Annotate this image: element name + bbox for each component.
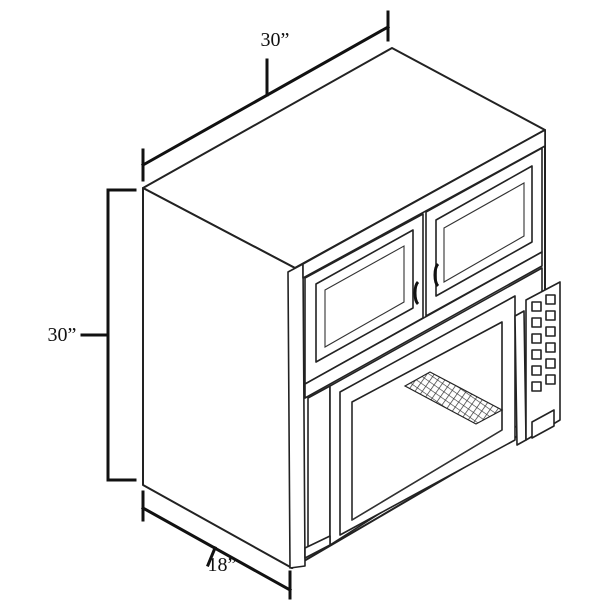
- keypad-button[interactable]: [545, 374, 556, 385]
- right-door-handle[interactable]: [433, 262, 440, 288]
- keypad-button[interactable]: [531, 317, 542, 328]
- keypad-button[interactable]: [531, 365, 542, 376]
- mid-rail: [304, 251, 543, 399]
- front-left-stile: [287, 263, 306, 569]
- keypad-button[interactable]: [545, 342, 556, 353]
- microwave-display: [531, 409, 555, 439]
- keypad-button[interactable]: [545, 326, 556, 337]
- bottom-kick: [304, 535, 331, 559]
- upper-door-left[interactable]: [304, 213, 424, 385]
- depth-label: 18”: [208, 554, 237, 576]
- opening-left-post: [307, 385, 331, 557]
- depth-dimension: 18”: [140, 490, 293, 600]
- keypad-button[interactable]: [545, 358, 556, 369]
- microwave[interactable]: [339, 281, 561, 536]
- keypad[interactable]: [531, 294, 556, 392]
- keypad-button[interactable]: [531, 381, 542, 392]
- left-door-handle[interactable]: [413, 280, 420, 306]
- width-dimension: 30”: [140, 10, 391, 182]
- top-rail: [302, 129, 546, 279]
- door-handles[interactable]: [413, 262, 440, 306]
- keypad-button[interactable]: [545, 310, 556, 321]
- microwave-handle[interactable]: [514, 310, 527, 446]
- keypad-button[interactable]: [531, 349, 542, 360]
- keypad-button[interactable]: [531, 333, 542, 344]
- height-label: 30”: [48, 324, 77, 346]
- height-dimension: 30”: [48, 188, 137, 482]
- width-label: 30”: [261, 29, 290, 51]
- keypad-button[interactable]: [545, 294, 556, 305]
- microwave-rack: [403, 371, 504, 425]
- keypad-button[interactable]: [531, 301, 542, 312]
